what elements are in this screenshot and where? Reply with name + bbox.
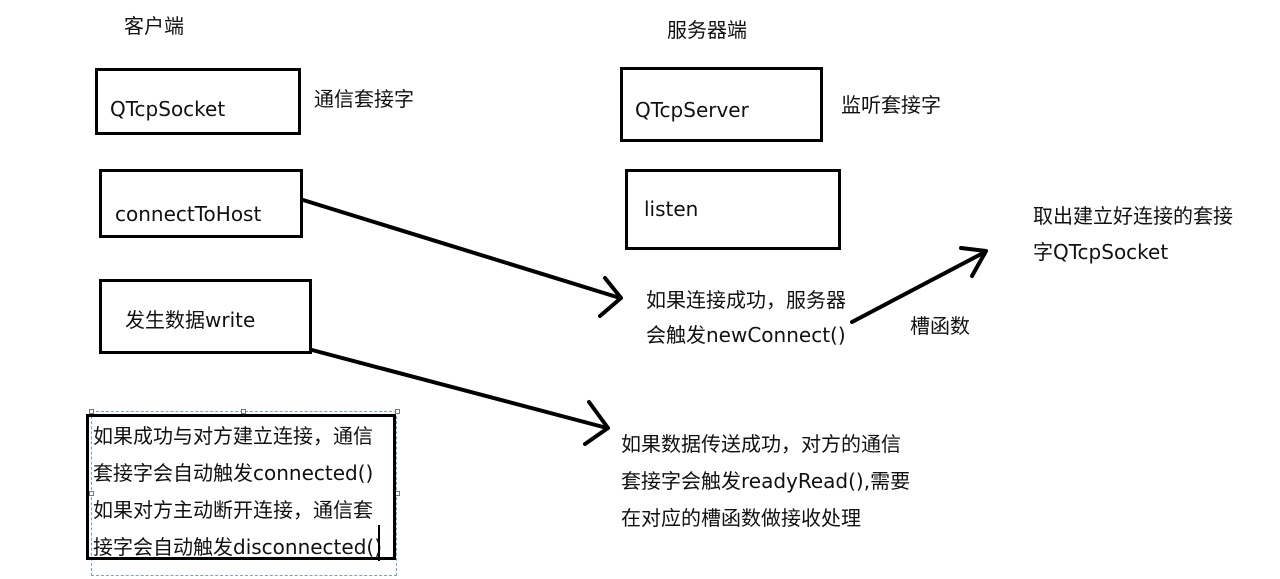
new-connect-text: 如果连接成功，服务器 会触发newConnect() xyxy=(646,283,846,353)
note-line: 如果对方主动断开连接，通信套 xyxy=(93,498,373,522)
connect-to-host-label: connectToHost xyxy=(115,201,262,226)
connection-notes-box xyxy=(86,414,396,560)
qtcpserver-box: QTcpServer xyxy=(620,67,823,142)
connect-to-host-box: connectToHost xyxy=(99,169,303,238)
ready-read-line: 套接字会触发readyRead(),需要 xyxy=(621,469,911,493)
qtcpsocket-box: QTcpSocket xyxy=(95,68,301,135)
ready-read-text: 如果数据传送成功，对方的通信 套接字会触发readyRead(),需要 在对应的… xyxy=(621,426,910,537)
arrow-write-to-readyread xyxy=(310,348,610,446)
ready-read-line: 如果数据传送成功，对方的通信 xyxy=(621,432,901,456)
new-connect-line: 如果连接成功，服务器 xyxy=(646,288,846,312)
write-box: 发生数据write xyxy=(99,279,312,354)
selection-handle[interactable] xyxy=(89,491,94,496)
qtcpsocket-label: QTcpSocket xyxy=(110,96,226,121)
ready-read-line: 在对应的槽函数做接收处理 xyxy=(621,506,861,530)
listen-box: listen xyxy=(625,169,841,250)
take-out-line: 字QTcpSocket xyxy=(1033,240,1169,264)
text-caret xyxy=(378,525,380,561)
new-connect-line: 会触发newConnect() xyxy=(646,323,846,347)
arrow-connect-to-newconnect xyxy=(301,198,623,318)
server-title: 服务器端 xyxy=(667,18,747,42)
connection-notes-text[interactable]: 如果成功与对方建立连接，通信 套接字会自动触发connected() 如果对方主… xyxy=(93,418,382,566)
take-out-line: 取出建立好连接的套接 xyxy=(1033,204,1233,228)
slot-function-label: 槽函数 xyxy=(910,314,970,338)
arrow-slot-to-takeout xyxy=(850,246,988,324)
note-line: 接字会自动触发disconnected() xyxy=(93,535,383,559)
server-note: 监听套接字 xyxy=(841,93,941,117)
socket-note: 通信套接字 xyxy=(314,87,414,111)
selection-handle[interactable] xyxy=(395,409,400,414)
qtcpserver-label: QTcpServer xyxy=(635,97,749,122)
client-title: 客户端 xyxy=(124,14,184,38)
note-line: 如果成功与对方建立连接，通信 xyxy=(93,424,373,448)
write-label: 发生数据write xyxy=(125,308,256,332)
selection-handle[interactable] xyxy=(241,409,246,414)
note-line: 套接字会自动触发connected() xyxy=(93,461,374,485)
selection-handle[interactable] xyxy=(89,409,94,414)
take-out-text: 取出建立好连接的套接 字QTcpSocket xyxy=(1033,198,1233,270)
listen-label: listen xyxy=(644,196,699,221)
